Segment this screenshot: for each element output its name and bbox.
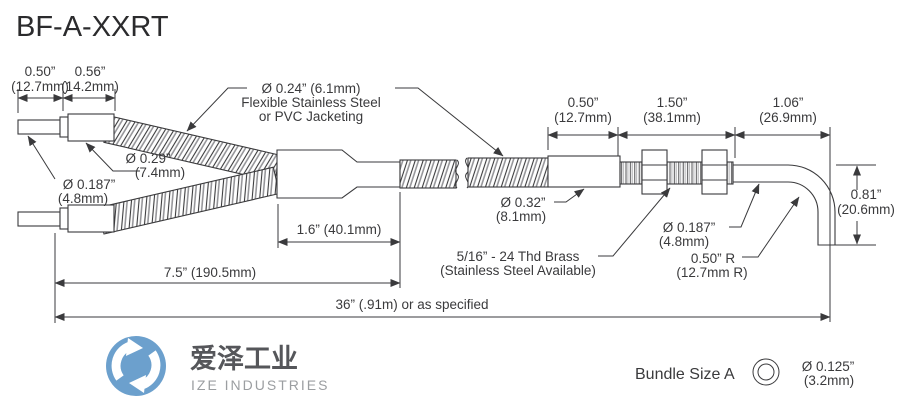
sleeve [547,155,621,188]
jacket-callout-line3: or PVC Jacketing [259,109,363,124]
jacket-callout-line2: Flexible Stainless Steel [241,95,381,110]
dim-bend-height-mm: (20.6mm) [837,202,895,217]
dim-tip-length-in: 0.50” [25,64,56,79]
upper-ferrule [67,113,115,142]
dim-tip-length-mm: (12.7mm) [11,79,69,94]
dim-bend-length-mm: (26.9mm) [759,110,817,125]
dim-bend-radius-mm: (12.7mm R) [676,265,747,280]
lower-ferrule [67,204,115,233]
lower-branch-conduit [97,166,281,235]
bend-radius-leader [742,196,800,258]
company-logo: 爱泽工业 IZE INDUSTRIES [106,336,329,396]
dim-tip-dia-left-mm: (4.8mm) [58,191,108,206]
thread-spec-line1: 5/16” - 24 Thd Brass [457,249,580,264]
dim-branch-length: 7.5” (190.5mm) [164,265,256,280]
upper-tip-ring [59,116,69,138]
logo-pinwheel-icon [111,341,161,390]
dim-bend-length-in: 1.06” [773,95,804,110]
jacket-callout-line1: Ø 0.24” (6.1mm) [261,81,360,96]
logo-text-cn: 爱泽工业 [190,344,298,374]
upper-tip [17,119,61,135]
dim-tip-dia-right-in: Ø 0.187” [663,220,716,235]
dim-thread-length-mm: (38.1mm) [643,110,701,125]
page-title: BF-A-XXRT [16,11,169,43]
tip-dia-right-leader [729,183,760,228]
dim-tip-dia-left-in: Ø 0.187” [63,177,116,192]
lower-tip [17,211,61,227]
bundle-size-row: Bundle Size A Ø 0.125” (3.2mm) [635,358,855,388]
dim-overall-length: 36” (.91m) or as specified [335,297,488,312]
dim-sleeve-dia-mm: (8.1mm) [496,209,546,224]
bundle-cross-section-icon [752,358,780,386]
lower-tip-ring [59,207,69,230]
bundle-dia-in: Ø 0.125” [802,359,855,374]
bundle-size-label: Bundle Size A [635,366,735,383]
sleeve-dia-leader [554,188,585,203]
hex-nut-1 [641,149,668,195]
cable-assembly [17,113,836,246]
dim-ferrule-length-mm: (14.2mm) [61,79,119,94]
ferrule-dia-leader [85,142,140,172]
bundle-dia-mm: (3.2mm) [804,373,854,388]
upper-left-termination [17,113,115,142]
main-conduit-left [399,159,457,189]
junction-body [276,149,401,199]
tip-dia-left-leader [27,135,56,180]
dim-ferrule-dia-mm: (7.4mm) [135,165,185,180]
hex-nut-2 [701,149,728,195]
dim-ferrule-dia-in: Ø 0.29” [125,151,170,166]
main-conduit-right [467,157,549,188]
dim-sleeve-dia-in: Ø 0.32” [500,195,545,210]
dim-ferrule-length-in: 0.56” [75,64,106,79]
dim-bend-radius-in: 0.50” R [691,251,736,266]
break-curl-left [455,159,459,189]
dim-tip-dia-right-mm: (4.8mm) [659,234,709,249]
logo-text-en: IZE INDUSTRIES [191,377,329,393]
dim-thread-length-in: 1.50” [657,95,688,110]
thread-spec-line2: (Stainless Steel Available) [440,263,596,278]
dim-sleeve-length-mm: (12.7mm) [554,110,612,125]
dim-sleeve-length-in: 0.50” [568,95,599,110]
dimension-graphics [17,87,876,323]
jacket-leader-right [395,87,504,157]
jacket-leader-left [186,87,247,132]
right-angle-tip [732,164,836,246]
lower-left-termination [17,204,115,233]
dim-body-length: 1.6” (40.1mm) [297,222,382,237]
dim-bend-height-in: 0.81” [851,187,882,202]
thread-spec-leader [598,187,671,257]
